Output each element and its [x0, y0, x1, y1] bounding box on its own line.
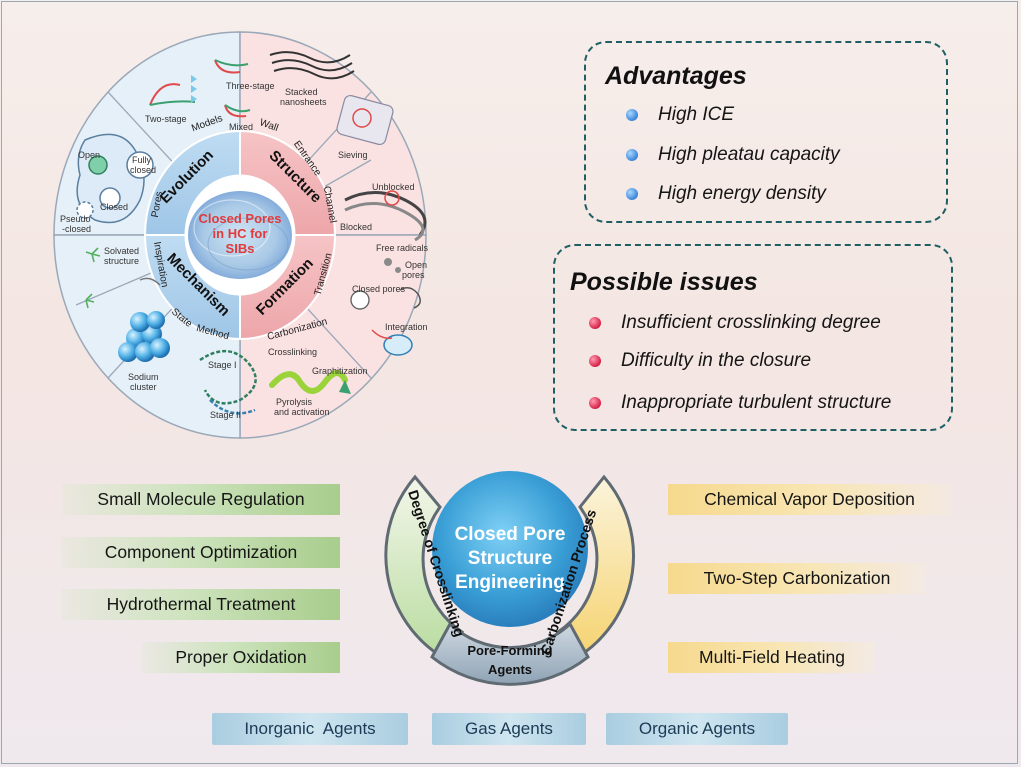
center-line-3: SIBs [226, 241, 255, 256]
issue-item-label: Insufficient crosslinking degree [621, 312, 881, 333]
label-fully-closed-1: Fully [132, 155, 152, 165]
eng-center-2: Structure [468, 548, 552, 569]
advantage-item: High pleatau capacity [626, 144, 840, 166]
red-bullet-icon [589, 355, 601, 367]
label-two-stage: Two-stage [145, 114, 187, 124]
red-bullet-icon [589, 397, 601, 409]
label-closed: Closed [100, 202, 128, 212]
models-illustration [149, 59, 251, 118]
advantages-title: Advantages [605, 62, 747, 90]
issue-item: Inappropriate turbulent structure [589, 392, 891, 414]
method-multi-field: Multi-Field Heating [668, 642, 876, 673]
wall-illustration [269, 51, 355, 80]
issues-title: Possible issues [570, 268, 758, 296]
label-open: Open [78, 150, 100, 160]
label-free-radicals: Free radicals [376, 243, 429, 253]
center-line-1: Closed Pores [198, 211, 281, 226]
inspiration-illustration [85, 247, 161, 309]
issue-item-label: Inappropriate turbulent structure [621, 392, 892, 413]
label-open-pores-1: Open [405, 260, 427, 270]
bottom-arc-label-2: Agents [488, 662, 532, 677]
label-stage-2: Stage II [210, 410, 241, 420]
label-sodium-2: cluster [130, 382, 157, 392]
stages-illustration [199, 350, 257, 415]
label-open-pores-2: pores [402, 270, 425, 280]
method-cvd: Chemical Vapor Deposition [668, 484, 951, 515]
label-fully-closed-2: closed [130, 165, 156, 175]
sodium-cluster-illustration [118, 311, 170, 362]
advantage-item-label: High ICE [658, 104, 735, 125]
agent-organic: Organic Agents [606, 713, 788, 745]
eng-center-3: Engineering [455, 572, 565, 593]
channel-illustration [344, 190, 427, 242]
label-closed-pores: Closed pores [352, 284, 406, 294]
agent-inorganic: Inorganic Agents [212, 713, 408, 745]
agent-gas: Gas Agents [432, 713, 586, 745]
advantage-item: High ICE [626, 104, 734, 126]
method-small-molecule: Small Molecule Regulation [62, 484, 340, 515]
advantages-box [584, 41, 948, 223]
center-line-2: in HC for [213, 226, 268, 241]
issues-box [553, 244, 953, 431]
engineering-emblem: Closed Pore Structure Engineering Degree… [384, 471, 635, 686]
issue-item-label: Difficulty in the closure [621, 350, 812, 371]
method-component-optimization: Component Optimization [62, 537, 340, 568]
label-stacked-1: Stacked [285, 87, 318, 97]
blue-bullet-icon [626, 188, 638, 200]
blue-bullet-icon [626, 149, 638, 161]
label-pyrolysis-1: Pyrolysis [276, 397, 313, 407]
label-pseudo-closed-1: Pseudo [60, 214, 91, 224]
advantage-item-label: High energy density [658, 183, 826, 204]
wheel-center: Closed Pores in HC for SIBs [188, 191, 292, 279]
label-three-stage: Three-stage [226, 81, 275, 91]
label-integration: Integration [385, 322, 428, 332]
entrance-illustration [336, 94, 394, 146]
bottom-arc-label-1: Pore-Forming [467, 643, 552, 658]
blue-bullet-icon [626, 109, 638, 121]
label-pyrolysis-2: and activation [274, 407, 330, 417]
advantage-item: High energy density [626, 183, 826, 205]
red-bullet-icon [589, 317, 601, 329]
carbonization-illustration [269, 370, 351, 394]
pores-illustration [76, 133, 154, 224]
label-solvated-1: Solvated [104, 246, 139, 256]
sub-pores: Pores [150, 191, 165, 219]
issue-item: Difficulty in the closure [589, 350, 811, 372]
method-proper-oxidation: Proper Oxidation [142, 642, 340, 673]
label-mixed: Mixed [229, 122, 253, 132]
transition-illustration [350, 258, 421, 356]
label-sodium-1: Sodium [128, 372, 159, 382]
method-two-step: Two-Step Carbonization [668, 563, 926, 594]
issue-item: Insufficient crosslinking degree [589, 312, 881, 334]
label-sieving: Sieving [338, 150, 368, 160]
method-hydrothermal: Hydrothermal Treatment [62, 589, 340, 620]
eng-center-1: Closed Pore [455, 524, 566, 545]
label-unblocked: Unblocked [372, 182, 415, 192]
label-blocked: Blocked [340, 222, 372, 232]
label-graphitization: Graphitization [312, 366, 368, 376]
label-stacked-2: nanosheets [280, 97, 327, 107]
label-solvated-2: structure [104, 256, 139, 266]
label-stage-1: Stage I [208, 360, 237, 370]
label-pseudo-closed-2: -closed [62, 224, 91, 234]
advantage-item-label: High pleatau capacity [658, 144, 840, 165]
label-crosslinking: Crosslinking [268, 347, 317, 357]
